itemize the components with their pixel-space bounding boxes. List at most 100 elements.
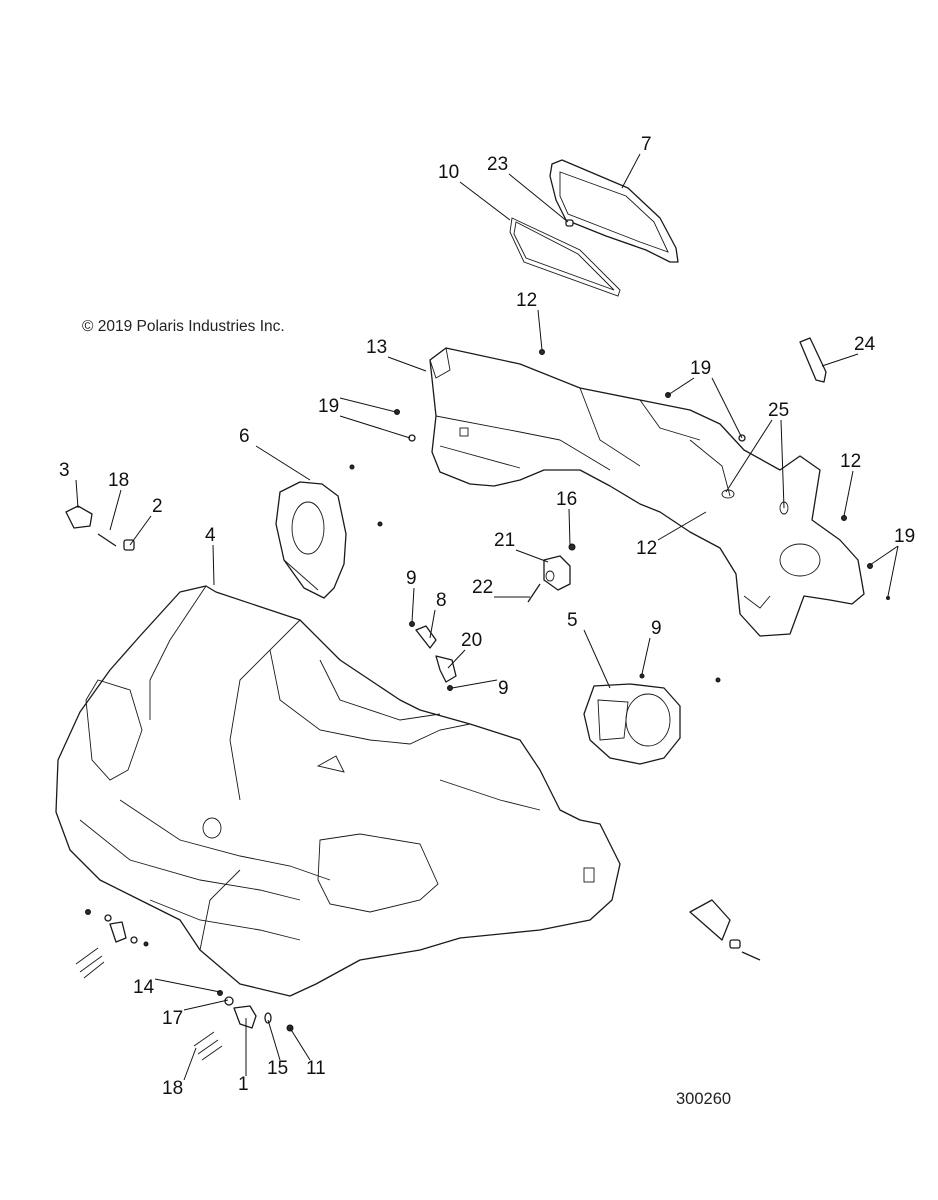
- part-20-bracket: [435, 655, 457, 683]
- callout-9: 9: [406, 568, 417, 623]
- part-21-bumper: [543, 555, 571, 591]
- leader-line: [887, 545, 899, 597]
- leader-line: [667, 377, 695, 396]
- callout-label: 12: [840, 451, 861, 472]
- leader-line: [621, 153, 641, 189]
- callout-13: 13: [366, 337, 427, 372]
- leader-line: [568, 508, 571, 547]
- callout-label: 6: [239, 426, 250, 447]
- leader-line: [129, 515, 152, 546]
- callout-label: 24: [854, 334, 876, 355]
- callout-7: 7: [621, 134, 652, 189]
- callout-8: 8: [429, 590, 447, 639]
- callout-19: 19: [869, 526, 915, 597]
- leader-line: [780, 419, 785, 509]
- copyright-notice: © 2019 Polaris Industries Inc.: [82, 318, 285, 335]
- callout-9: 9: [451, 678, 509, 699]
- callout-label: 10: [438, 162, 459, 183]
- part-24-trim: [799, 337, 827, 383]
- callout-label: 1: [238, 1074, 249, 1095]
- callout-11: 11: [289, 1027, 326, 1079]
- callout-label: 13: [366, 337, 387, 358]
- callout-label: 23: [487, 154, 508, 175]
- part-7-trim-frame: [549, 159, 679, 263]
- callout-3: 3: [59, 460, 79, 509]
- callout-18: 18: [108, 470, 129, 531]
- callout-label: 25: [768, 400, 789, 421]
- callout-14: 14: [133, 977, 221, 998]
- leader-line: [154, 978, 221, 993]
- callout-15: 15: [267, 1019, 288, 1079]
- callout-label: 14: [133, 977, 155, 998]
- callout-18: 18: [162, 1047, 197, 1099]
- leader-line: [641, 637, 651, 675]
- leader-line: [183, 999, 229, 1011]
- leader-line: [411, 587, 415, 623]
- callout-4: 4: [205, 525, 216, 586]
- callout-5: 5: [567, 610, 611, 689]
- callout-12: 12: [636, 511, 707, 559]
- callout-label: 9: [406, 568, 417, 589]
- leader-line: [869, 545, 899, 566]
- callout-label: 12: [636, 538, 657, 559]
- leader-line: [725, 419, 773, 493]
- fasteners: [65, 349, 890, 1061]
- callout-label: 9: [498, 678, 509, 699]
- drawing-number: 300260: [676, 1090, 732, 1108]
- leader-line: [183, 1047, 197, 1081]
- callout-24: 24: [821, 334, 876, 367]
- leader-line: [387, 356, 427, 372]
- callout-label: 18: [108, 470, 129, 491]
- callout-1: 1: [238, 1018, 249, 1095]
- part-5-right-bezel: [583, 683, 681, 765]
- leader-line: [75, 479, 79, 509]
- callout-label: 7: [641, 134, 652, 155]
- leader-line: [821, 353, 859, 367]
- part-22-bolt: [527, 583, 541, 603]
- leader-line: [429, 609, 436, 639]
- part-4-hood: [55, 585, 621, 997]
- callout-21: 21: [494, 530, 549, 563]
- callout-label: 4: [205, 525, 216, 546]
- callout-label: 15: [267, 1058, 288, 1079]
- callout-19: 19: [318, 396, 411, 439]
- callout-label: 12: [516, 290, 537, 311]
- leader-line: [657, 511, 707, 541]
- callout-12: 12: [840, 451, 861, 517]
- leader-line: [339, 415, 411, 439]
- callout-6: 6: [239, 426, 311, 481]
- leader-line: [508, 173, 569, 223]
- dash-housing: [429, 347, 865, 637]
- leader-line: [255, 445, 311, 481]
- callout-17: 17: [162, 999, 229, 1029]
- part-8-bracket: [415, 625, 437, 649]
- callout-label: 19: [690, 358, 711, 379]
- leader-line: [212, 544, 215, 586]
- callout-label: 8: [436, 590, 447, 611]
- part-6-left-bezel: [275, 481, 347, 599]
- leader-line: [451, 679, 498, 689]
- callout-2: 2: [129, 496, 163, 546]
- leader-line: [289, 1027, 311, 1061]
- callout-label: 19: [894, 526, 915, 547]
- callout-16: 16: [556, 489, 577, 547]
- callout-9: 9: [641, 618, 662, 675]
- leader-line: [843, 470, 854, 517]
- leader-line: [447, 649, 466, 669]
- callout-20: 20: [447, 630, 482, 669]
- leader-line: [109, 489, 122, 531]
- callout-label: 17: [162, 1008, 183, 1029]
- callout-label: 19: [318, 396, 339, 417]
- callout-label: 22: [472, 577, 493, 598]
- leader-line: [339, 397, 397, 413]
- callout-label: 2: [152, 496, 163, 517]
- leader-line: [267, 1019, 281, 1061]
- leader-line: [711, 377, 743, 439]
- callout-19: 19: [667, 358, 743, 439]
- leader-line: [583, 629, 611, 689]
- callout-label: 9: [651, 618, 662, 639]
- callout-label: 11: [306, 1058, 326, 1079]
- leader-line: [515, 549, 549, 563]
